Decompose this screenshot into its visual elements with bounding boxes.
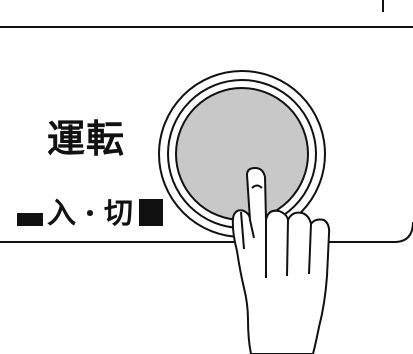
run-button[interactable]	[175, 87, 309, 221]
separator-label: ・	[78, 200, 103, 228]
off-label: 切	[104, 196, 134, 230]
power-toggle-label: 入 ・ 切	[17, 194, 164, 230]
run-label: 運転	[47, 117, 126, 161]
small-block-icon	[17, 213, 43, 226]
large-block-icon	[139, 199, 164, 226]
on-label: 入	[47, 196, 77, 230]
pointing-hand-icon	[231, 167, 331, 354]
